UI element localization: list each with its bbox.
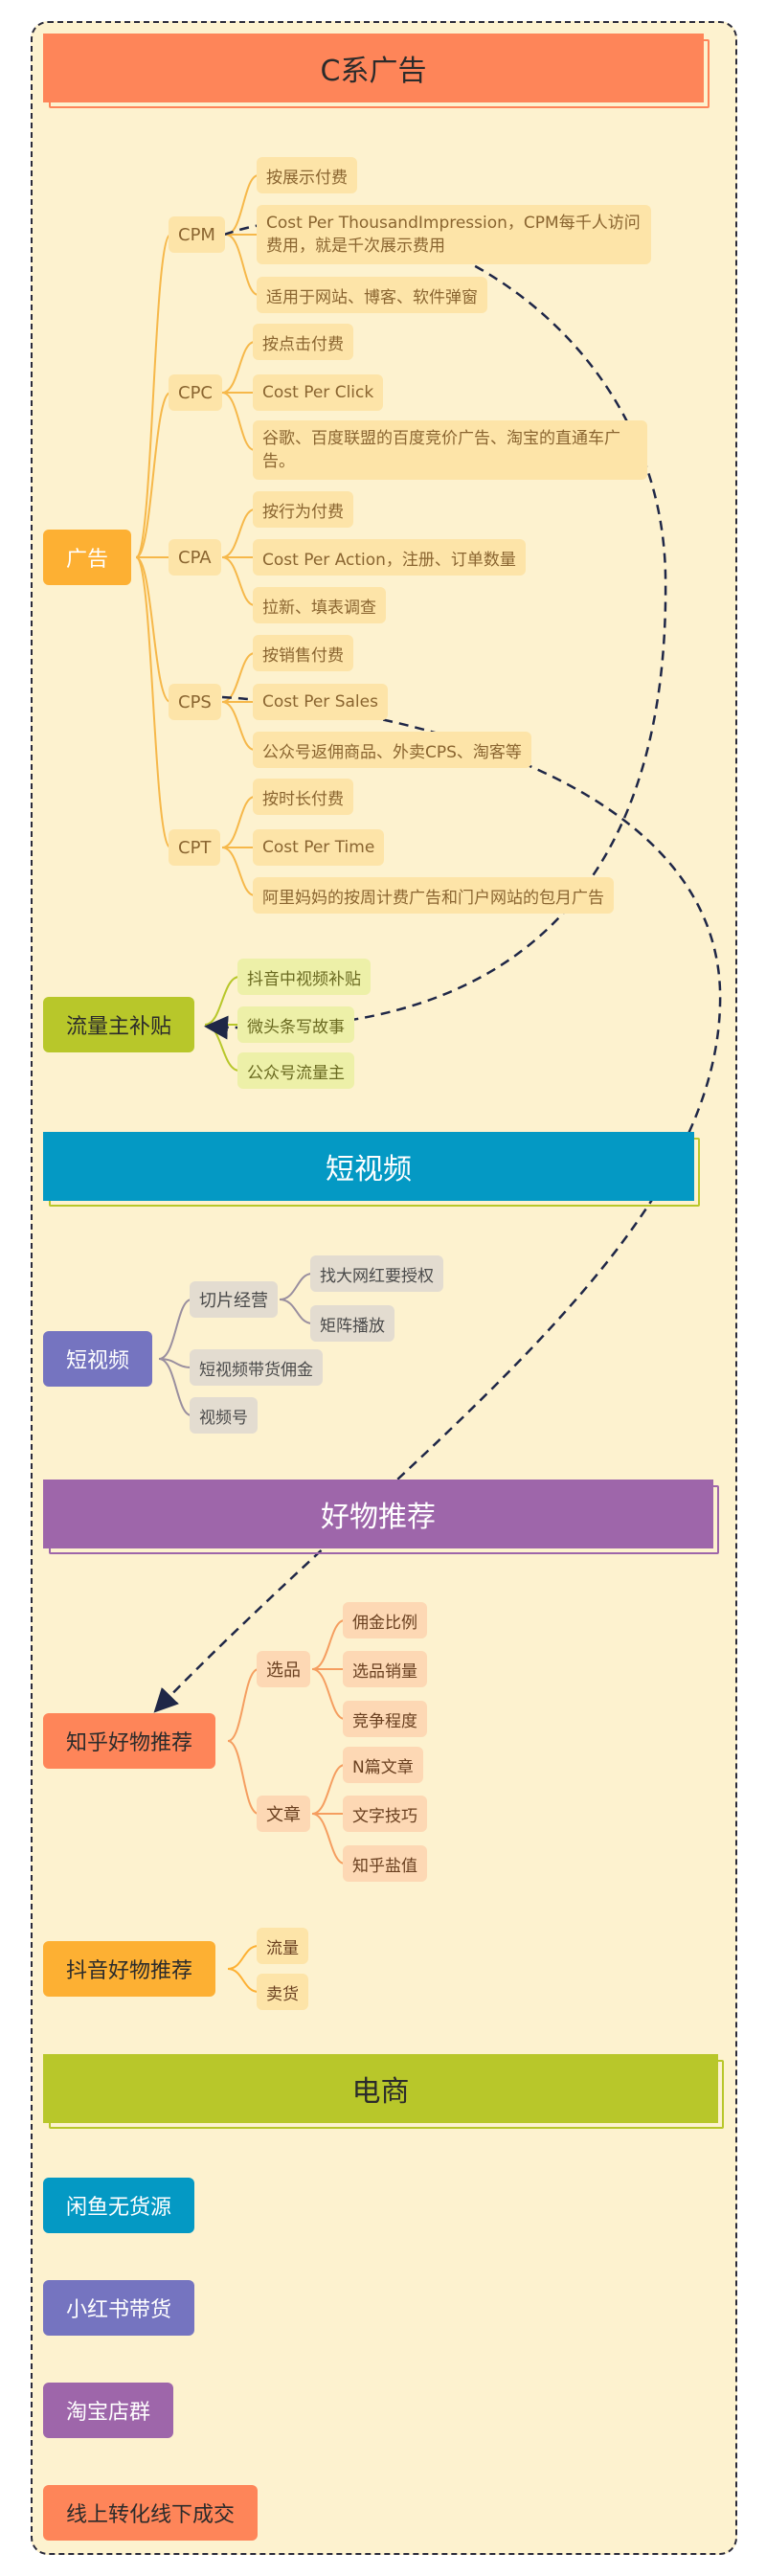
zhihu-article-leaf[interactable]: N篇文章 [343, 1747, 423, 1783]
section-banner-c-ads: C系广告 [43, 34, 710, 108]
zhihu-article-leaf[interactable]: 文字技巧 [343, 1796, 427, 1832]
shortvideo-other-leaf[interactable]: 视频号 [190, 1397, 258, 1434]
section-title-ecommerce: 电商 [43, 2054, 718, 2123]
ads-cpt-leaf[interactable]: 按时长付费 [253, 779, 353, 815]
ads-cpm-node[interactable]: CPM [169, 216, 225, 253]
traffic-leaf[interactable]: 抖音中视频补贴 [237, 959, 371, 995]
traffic-root-node[interactable]: 流量主补贴 [43, 997, 195, 1052]
ads-cps-node[interactable]: CPS [169, 684, 221, 720]
ads-root-node[interactable]: 广告 [43, 530, 132, 585]
ads-cpc-leaf[interactable]: Cost Per Click [253, 374, 384, 411]
shortvideo-other-leaf[interactable]: 短视频带货佣金 [190, 1349, 323, 1386]
ads-cps-leaf[interactable]: 公众号返佣商品、外卖CPS、淘客等 [253, 732, 531, 768]
ads-cpa-leaf[interactable]: 拉新、填表调查 [253, 587, 386, 623]
ads-cpa-leaf[interactable]: Cost Per Action，注册、订单数量 [253, 539, 526, 576]
ecom-item-xianyu[interactable]: 闲鱼无货源 [43, 2178, 195, 2233]
traffic-leaf[interactable]: 公众号流量主 [237, 1052, 354, 1089]
ads-cpa-leaf[interactable]: 按行为付费 [253, 491, 353, 528]
zhihu-pick-leaf[interactable]: 选品销量 [343, 1651, 427, 1687]
ads-cpm-leaf[interactable]: 适用于网站、博客、软件弹窗 [257, 277, 487, 313]
ads-cpm-leaf[interactable]: 按展示付费 [257, 157, 357, 193]
section-banner-good-things: 好物推荐 [43, 1480, 719, 1554]
ads-cpt-leaf[interactable]: 阿里妈妈的按周计费广告和门户网站的包月广告 [253, 877, 614, 914]
ecom-item-taobao[interactable]: 淘宝店群 [43, 2383, 174, 2438]
ads-cpc-leaf[interactable]: 谷歌、百度联盟的百度竞价广告、淘宝的直通车广告。 [253, 420, 647, 480]
douyin-root-node[interactable]: 抖音好物推荐 [43, 1941, 216, 1997]
section-banner-short-video: 短视频 [43, 1132, 700, 1207]
ads-cps-leaf[interactable]: 按销售付费 [253, 635, 353, 671]
zhihu-pick-leaf[interactable]: 竞争程度 [343, 1701, 427, 1737]
ads-cpc-leaf[interactable]: 按点击付费 [253, 324, 353, 360]
shortvideo-clip-node[interactable]: 切片经营 [190, 1281, 278, 1318]
zhihu-article-leaf[interactable]: 知乎盐值 [343, 1845, 427, 1882]
zhihu-root-node[interactable]: 知乎好物推荐 [43, 1713, 216, 1769]
traffic-leaf[interactable]: 微头条写故事 [237, 1006, 354, 1043]
ads-cpc-node[interactable]: CPC [169, 374, 222, 411]
ads-cpa-node[interactable]: CPA [169, 539, 221, 576]
zhihu-article-node[interactable]: 文章 [257, 1796, 310, 1832]
douyin-leaf[interactable]: 流量 [257, 1928, 308, 1964]
shortvideo-root-node[interactable]: 短视频 [43, 1331, 153, 1387]
ads-cpt-node[interactable]: CPT [169, 829, 221, 866]
section-title-short-video: 短视频 [43, 1132, 694, 1201]
section-title-c-ads: C系广告 [43, 34, 704, 102]
section-banner-ecommerce: 电商 [43, 2054, 724, 2129]
ecom-item-xiaohongshu[interactable]: 小红书带货 [43, 2280, 195, 2336]
shortvideo-clip-leaf[interactable]: 矩阵播放 [310, 1305, 394, 1342]
shortvideo-clip-leaf[interactable]: 找大网红要授权 [310, 1255, 443, 1292]
zhihu-pick-node[interactable]: 选品 [257, 1651, 310, 1687]
section-title-good-things: 好物推荐 [43, 1480, 713, 1548]
douyin-leaf[interactable]: 卖货 [257, 1974, 308, 2010]
ecom-item-o2o[interactable]: 线上转化线下成交 [43, 2485, 259, 2541]
ads-cps-leaf[interactable]: Cost Per Sales [253, 684, 388, 720]
ads-cpt-leaf[interactable]: Cost Per Time [253, 829, 385, 866]
zhihu-pick-leaf[interactable]: 佣金比例 [343, 1602, 427, 1638]
ads-cpm-leaf[interactable]: Cost Per ThousandImpression，CPM每千人访问费用，就… [257, 205, 651, 264]
